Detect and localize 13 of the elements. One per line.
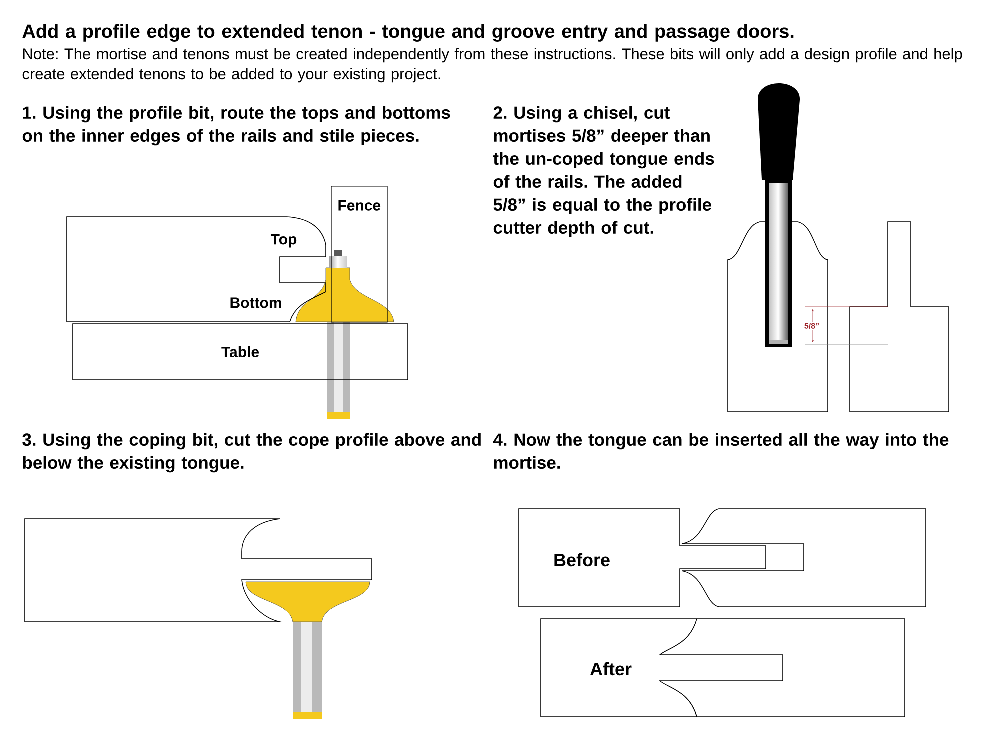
- part-label: After: [590, 662, 632, 676]
- instruction-text: 4. Now the tongue can be inserted all the way into the mortise.: [493, 433, 949, 470]
- dimension-label: 5/8”: [803, 322, 821, 330]
- fence-box: Fence: [331, 186, 388, 323]
- table-box: Table: [72, 324, 408, 380]
- part-label: Top: [271, 234, 297, 248]
- instruction-text: 2. Using a chisel, cut mortises 5/8” deeper than the un-coped tongue ends of the rails. The added 5/8” is equal to the profile cutter depth of cut.: [493, 106, 714, 238]
- note-text: Note: The mortise and tenons must be created independently from these instructions. These bits will only add a design profile and help create extended tenons to be added to your existing project.: [22, 48, 962, 83]
- instruction-text: 3. Using the coping bit, cut the cope profile above and below the existing tongue.: [22, 433, 481, 473]
- instruction-text: 1. Using the profile bit, route the tops and bottoms on the inner edges of the rails and stile pieces.: [22, 106, 450, 146]
- part-label: Before: [554, 553, 610, 567]
- part-label: Bottom: [230, 298, 282, 308]
- heading: Add a profile edge to extended tenon - tongue and groove entry and passage doors.: [22, 24, 794, 42]
